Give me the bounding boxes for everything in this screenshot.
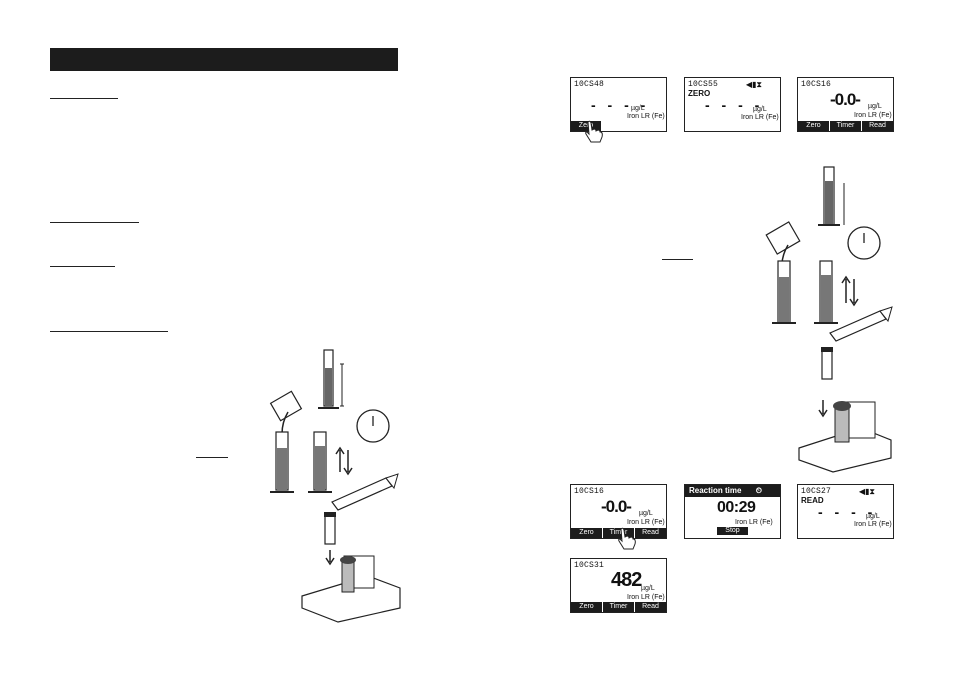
battery-icon: ◀▮⧗ (745, 80, 762, 89)
meter-cell-icon (301, 550, 401, 623)
reading-dashes: - - - - (591, 97, 650, 113)
unit-label: µg/L (631, 105, 645, 112)
zero-softkey[interactable]: Zero (578, 122, 594, 129)
method-code: 10CS16 (574, 487, 605, 496)
zero-softkey[interactable]: Zero (579, 603, 594, 610)
timer-softkey[interactable]: Timer (829, 121, 861, 131)
zero-softkey[interactable]: Zero (806, 122, 821, 129)
reagent-packet-icon (269, 390, 303, 435)
softkey-bar: Zero Timer Read (571, 602, 666, 612)
method-code: 10CS16 (801, 80, 832, 89)
method-name: Iron LR (Fe) (627, 113, 665, 120)
method-name: Iron LR (Fe) (735, 519, 773, 526)
stop-softkey[interactable]: Stop (717, 527, 748, 535)
method-code: 10CS48 (574, 80, 605, 89)
timer-clock-icon (356, 409, 390, 443)
section-header-bar (50, 48, 398, 71)
softkey-bar: Zero (571, 121, 601, 131)
graduated-cylinder-icon (772, 260, 838, 324)
heading-rule-3 (50, 266, 115, 267)
timer-clock-icon (847, 226, 881, 260)
pipette-icon (331, 473, 399, 511)
meter-screen-reading: 10CS27 ◀▮⧗ READ - - - - µg/L Iron LR (Fe… (797, 484, 894, 539)
method-name: Iron LR (Fe) (627, 594, 665, 601)
procedure-illustration-left (269, 349, 401, 623)
timer-softkey[interactable]: Timer (602, 602, 634, 612)
timer-title-text: Reaction time (689, 486, 742, 495)
hand-pointer-icon (585, 120, 603, 143)
heading-rule-1 (50, 98, 118, 99)
method-code: 10CS27 (801, 487, 832, 496)
heading-rule-4 (50, 331, 168, 332)
meter-screen-result: 10CS31 482 µg/L Iron LR (Fe) Zero Timer … (570, 558, 667, 613)
cuvette-icon (821, 347, 833, 380)
meter-screen-zero-prompt: 10CS48 - - - - µg/L Iron LR (Fe) Zero (570, 77, 667, 132)
meter-screen-zeroing: 10CS55 ◀▮⧗ ZERO - - - - µg/L Iron LR (Fe… (684, 77, 781, 132)
status-flag: ZERO (688, 89, 711, 98)
graduated-cylinder-icon (270, 431, 332, 493)
meter-screen-zero-done: 10CS16 -0.0- µg/L Iron LR (Fe) Zero Time… (797, 77, 894, 132)
invert-arrows-icon (335, 446, 353, 476)
graduated-cylinder-icon (318, 349, 344, 409)
invert-arrows-icon (841, 275, 859, 307)
zero-softkey[interactable]: Zero (579, 529, 594, 536)
softkey-bar: Zero Timer Read (798, 121, 893, 131)
softkey-bar: Zero Timer Read (571, 528, 666, 538)
unit-label: µg/L (639, 510, 653, 517)
method-code: 10CS31 (574, 561, 605, 570)
heading-rule-2 (50, 222, 139, 223)
inline-rule-right (662, 259, 693, 260)
pipette-icon (829, 306, 893, 342)
read-softkey[interactable]: Read (634, 602, 666, 612)
reading-dashes: - - - - (705, 97, 764, 113)
read-softkey[interactable]: Read (861, 121, 893, 131)
reagent-packet-icon (765, 221, 801, 266)
unit-label: µg/L (866, 513, 880, 520)
unit-label: µg/L (641, 585, 655, 592)
meter-cell-icon (798, 400, 892, 473)
cuvette-icon (324, 512, 336, 545)
unit-label: µg/L (753, 106, 767, 113)
status-flag: READ (801, 496, 824, 505)
hand-pointer-icon (618, 527, 636, 550)
timer-title: Reaction time ⏲ (685, 485, 780, 497)
meter-screen-timer-prompt: 10CS16 -0.0- µg/L Iron LR (Fe) Zero Time… (570, 484, 667, 539)
graduated-cylinder-icon (818, 166, 845, 226)
reading-value: -0.0- (601, 497, 632, 516)
reading-value: -0.0- (830, 90, 861, 109)
method-name: Iron LR (Fe) (854, 521, 892, 528)
clock-icon: ⏲ (755, 486, 762, 495)
meter-screen-reaction-timer: Reaction time ⏲ 00:29 Iron LR (Fe) Stop (684, 484, 781, 539)
method-name: Iron LR (Fe) (627, 519, 665, 526)
timer-softkey[interactable]: Timer (602, 528, 634, 538)
read-softkey[interactable]: Read (634, 528, 666, 538)
reading-value: 482 (611, 569, 642, 591)
method-name: Iron LR (Fe) (854, 112, 892, 119)
method-name: Iron LR (Fe) (741, 114, 779, 121)
reading-dashes: - - - - (818, 504, 877, 520)
inline-rule-left (196, 457, 228, 458)
countdown-value: 00:29 (717, 499, 756, 516)
procedure-illustration-right (765, 166, 893, 380)
battery-icon: ◀▮⧗ (858, 487, 875, 496)
unit-label: µg/L (868, 103, 882, 110)
method-code: 10CS55 (688, 80, 719, 89)
